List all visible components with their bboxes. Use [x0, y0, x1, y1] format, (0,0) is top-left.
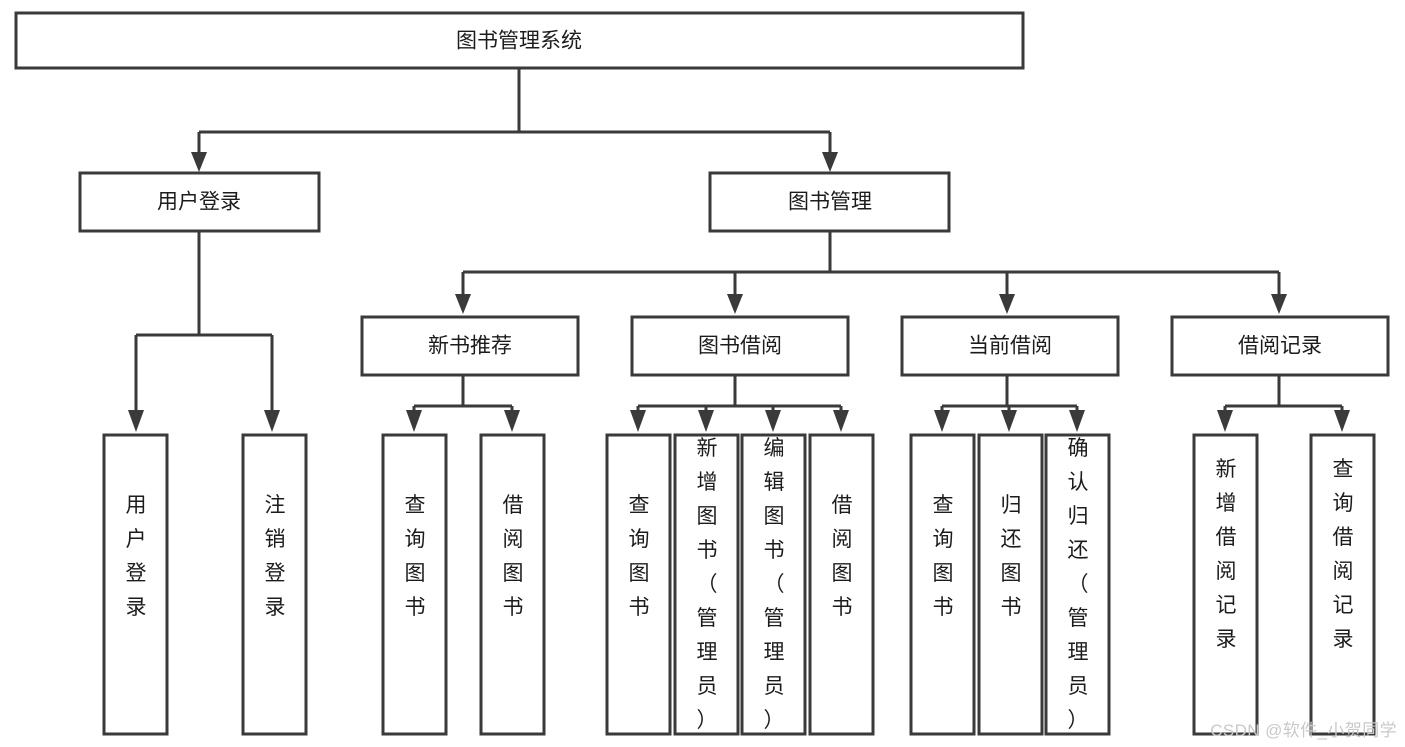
- node-book-borrow-box[interactable]: [630, 315, 850, 377]
- arrowhead-leaf-add-record: [1217, 410, 1233, 432]
- arrowhead-borrow-records: [1271, 294, 1287, 314]
- node-new-book-recommend-box[interactable]: [360, 315, 580, 377]
- leaf-query-borrow-record-box[interactable]: [1309, 433, 1376, 736]
- leaf-confirm-return[interactable]: 确认归还（管理员）: [1044, 433, 1111, 736]
- leaf-add-book[interactable]: 新增图书（管理员）: [673, 433, 740, 736]
- leaf-add-book-label: 新增图书（管理员）: [697, 437, 718, 732]
- node-borrow-records[interactable]: 借阅记录: [1170, 315, 1390, 377]
- leaf-add-borrow-record-label: 新增借阅记录: [1216, 458, 1237, 651]
- connector-group-book-borrow-leaves: [630, 375, 849, 432]
- node-book-management[interactable]: 图书管理: [708, 171, 951, 233]
- node-root-system[interactable]: 图书管理系统: [14, 11, 1025, 70]
- arrowhead-book-mgmt: [822, 152, 838, 172]
- node-book-borrow-label: 图书借阅: [698, 335, 782, 358]
- leaf-query-book-current[interactable]: 查询图书: [909, 433, 976, 736]
- arrowhead-leaf-user-login: [128, 410, 144, 432]
- arrowhead-leaf-borrow-book-a: [504, 410, 520, 432]
- arrowhead-leaf-query-book-a: [406, 410, 422, 432]
- node-borrow-records-box[interactable]: [1170, 315, 1390, 377]
- connector-group-borrow-records-leaves: [1217, 375, 1350, 432]
- leaf-confirm-return-box[interactable]: [1044, 433, 1111, 736]
- leaf-user-login-box[interactable]: [102, 433, 169, 736]
- leaf-query-book-borrow-label: 查询图书: [629, 494, 650, 619]
- node-borrow-records-label: 借阅记录: [1238, 335, 1322, 358]
- node-user-login-box[interactable]: [78, 171, 321, 233]
- node-new-book-recommend[interactable]: 新书推荐: [360, 315, 580, 377]
- node-current-borrow-box[interactable]: [900, 315, 1120, 377]
- connector-group-new-book-leaves: [406, 375, 520, 432]
- node-root-system-label: 图书管理系统: [456, 30, 582, 53]
- leaf-confirm-return-label: 确认归还（管理员）: [1068, 437, 1089, 732]
- leaf-borrow-book-recommend-label: 借阅图书: [503, 494, 524, 619]
- leaf-query-book-borrow-box[interactable]: [605, 433, 672, 736]
- node-user-login[interactable]: 用户登录: [78, 171, 321, 233]
- connector-group-current-borrow-leaves: [934, 375, 1085, 432]
- leaf-borrow-book[interactable]: 借阅图书: [808, 433, 875, 736]
- arrowhead-current-borrow: [999, 294, 1015, 314]
- arrowhead-leaf-edit-book: [765, 410, 781, 432]
- leaf-edit-book-box[interactable]: [740, 433, 807, 736]
- leaf-user-login[interactable]: 用户登录: [102, 433, 169, 736]
- arrowhead-leaf-borrow-book-b: [833, 410, 849, 432]
- leaf-query-book-recommend[interactable]: 查询图书: [381, 433, 448, 736]
- arrowhead-leaf-query-book-b: [630, 410, 646, 432]
- leaf-query-book-recommend-label: 查询图书: [405, 494, 426, 619]
- node-user-login-label: 用户登录: [157, 191, 241, 214]
- leaf-logout-label: 注销登录: [265, 494, 286, 619]
- leaf-return-book[interactable]: 归还图书: [977, 433, 1044, 736]
- leaf-edit-book-label: 编辑图书（管理员）: [764, 437, 785, 732]
- leaf-query-book-recommend-box[interactable]: [381, 433, 448, 736]
- leaf-query-borrow-record[interactable]: 查询借阅记录: [1309, 433, 1376, 736]
- leaf-logout[interactable]: 注销登录: [241, 433, 308, 736]
- node-book-borrow[interactable]: 图书借阅: [630, 315, 850, 377]
- leaf-query-book-borrow[interactable]: 查询图书: [605, 433, 672, 736]
- leaf-query-borrow-record-label: 查询借阅记录: [1333, 458, 1354, 651]
- arrowhead-leaf-add-book: [698, 410, 714, 432]
- arrowhead-leaf-logout: [264, 410, 280, 432]
- leaf-return-book-label: 归还图书: [1001, 494, 1022, 619]
- node-new-book-recommend-label: 新书推荐: [428, 335, 512, 358]
- node-current-borrow[interactable]: 当前借阅: [900, 315, 1120, 377]
- leaf-query-book-current-label: 查询图书: [933, 494, 954, 619]
- arrowhead-leaf-confirm-return: [1069, 410, 1085, 432]
- arrowhead-user-login: [191, 152, 207, 172]
- leaf-borrow-book-label: 借阅图书: [832, 494, 853, 619]
- arrowhead-leaf-query-book-c: [934, 410, 950, 432]
- leaf-borrow-book-recommend-box[interactable]: [479, 433, 546, 736]
- node-root-system-box[interactable]: [14, 11, 1025, 70]
- arrowhead-leaf-return-book: [1001, 410, 1017, 432]
- node-book-management-label: 图书管理: [788, 191, 872, 214]
- leaf-query-book-current-box[interactable]: [909, 433, 976, 736]
- leaf-edit-book[interactable]: 编辑图书（管理员）: [740, 433, 807, 736]
- leaf-add-borrow-record-box[interactable]: [1192, 433, 1259, 736]
- arrowhead-new-book: [455, 294, 471, 314]
- leaf-borrow-book-box[interactable]: [808, 433, 875, 736]
- leaf-logout-box[interactable]: [241, 433, 308, 736]
- connector-group-root-to-level2: [191, 68, 838, 172]
- leaf-return-book-box[interactable]: [977, 433, 1044, 736]
- csdn-watermark: CSDN @软件_小贺同学: [1210, 721, 1397, 740]
- leaf-borrow-book-recommend[interactable]: 借阅图书: [479, 433, 546, 736]
- arrowhead-leaf-query-record: [1334, 410, 1350, 432]
- connector-group-book-mgmt-to-level3: [455, 231, 1287, 314]
- leaf-add-borrow-record[interactable]: 新增借阅记录: [1192, 433, 1259, 736]
- connector-group-user-login-leaves: [128, 231, 280, 432]
- leaf-user-login-label: 用户登录: [126, 494, 147, 619]
- arrowhead-book-borrow: [727, 294, 743, 314]
- leaf-add-book-box[interactable]: [673, 433, 740, 736]
- node-book-management-box[interactable]: [708, 171, 951, 233]
- node-current-borrow-label: 当前借阅: [968, 335, 1052, 358]
